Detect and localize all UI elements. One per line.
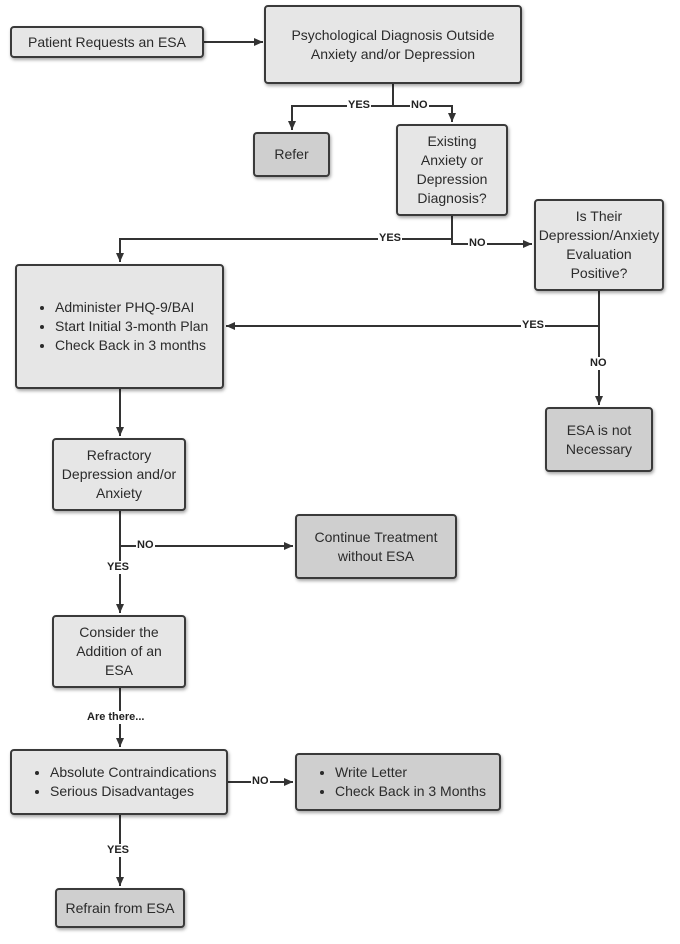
- contra-item-absolute: Absolute Contraindications: [50, 763, 217, 782]
- evaluation-positive-box: Is Their Depression/Anxiety Evaluation P…: [534, 199, 664, 291]
- refer-box: Refer: [253, 132, 330, 177]
- write-letter-list: Write Letter Check Back in 3 Months: [315, 763, 486, 801]
- initial-plan-box: Administer PHQ-9/BAI Start Initial 3-mon…: [15, 264, 224, 389]
- write-letter-box: Write Letter Check Back in 3 Months: [295, 753, 501, 811]
- arrow-existing-no-eval: [451, 239, 532, 248]
- plan-item-administer: Administer PHQ-9/BAI: [55, 298, 208, 317]
- esa-not-necessary-box: ESA is not Necessary: [545, 407, 653, 472]
- consider-esa-box: Consider the Addition of an ESA: [52, 615, 186, 688]
- label-yes-contra-refrain: YES: [106, 844, 131, 857]
- letter-item-check-back: Check Back in 3 Months: [335, 782, 486, 801]
- label-no-psych-existing: NO: [410, 99, 429, 112]
- continue-treatment-box: Continue Treatment without ESA: [295, 514, 457, 579]
- label-no-refractory-continue: NO: [136, 539, 155, 552]
- existing-diagnosis-box: Existing Anxiety or Depression Diagnosis…: [396, 124, 508, 216]
- letter-item-write: Write Letter: [335, 763, 486, 782]
- plan-item-start: Start Initial 3-month Plan: [55, 317, 208, 336]
- label-yes-eval-plan: YES: [521, 319, 546, 332]
- patient-requests-esa-box: Patient Requests an ESA: [10, 26, 204, 58]
- contraindications-box: Absolute Contraindications Serious Disad…: [10, 749, 228, 815]
- initial-plan-list: Administer PHQ-9/BAI Start Initial 3-mon…: [35, 298, 208, 355]
- label-yes-refractory-consider: YES: [106, 561, 131, 574]
- arrow-existing-yes-plan: [116, 216, 453, 262]
- label-yes-psych-refer: YES: [347, 99, 372, 112]
- refractory-box: Refractory Depression and/or Anxiety: [52, 438, 186, 511]
- refrain-from-esa-box: Refrain from ESA: [55, 888, 185, 928]
- plan-item-check-back: Check Back in 3 months: [55, 336, 208, 355]
- psychological-diagnosis-box: Psychological Diagnosis Outside Anxiety …: [264, 5, 522, 84]
- contraindications-list: Absolute Contraindications Serious Disad…: [30, 763, 217, 801]
- label-no-contra-letter: NO: [251, 775, 270, 788]
- label-are-there: Are there...: [86, 711, 146, 724]
- label-no-existing-eval: NO: [468, 237, 487, 250]
- contra-item-serious: Serious Disadvantages: [50, 782, 217, 801]
- arrow-psych-yes-refer: [288, 84, 394, 130]
- label-no-eval-esa: NO: [589, 357, 608, 370]
- label-yes-existing-plan: YES: [378, 232, 403, 245]
